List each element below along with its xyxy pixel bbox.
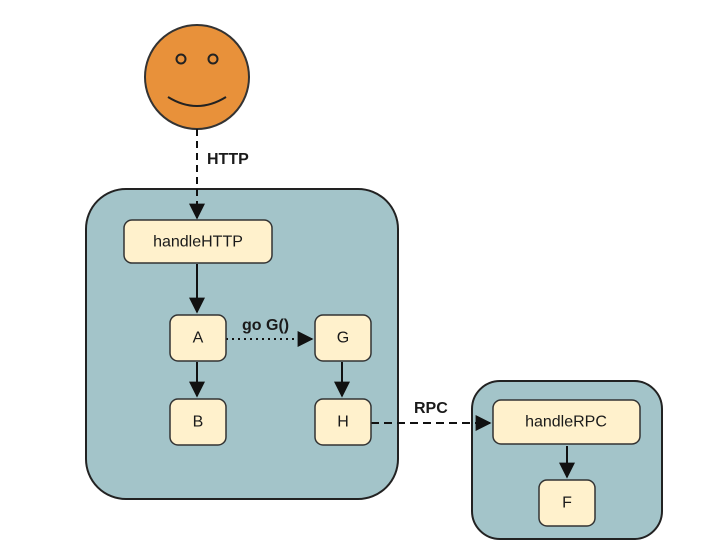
node-a-label: A (193, 330, 204, 347)
node-b-label: B (193, 414, 204, 431)
node-handlehttp-label: handleHTTP (153, 234, 243, 251)
node-f-label: F (562, 495, 572, 512)
node-h: H (314, 398, 372, 446)
node-handlehttp: handleHTTP (123, 219, 273, 264)
go-g-edge-label: go G() (242, 317, 289, 334)
node-handlerpc: handleRPC (492, 399, 641, 445)
node-b: B (169, 398, 227, 446)
node-g-label: G (337, 330, 349, 347)
rpc-edge-label: RPC (414, 400, 448, 417)
node-a: A (169, 314, 227, 362)
smiley-face-icon (144, 24, 250, 130)
http-edge-label: HTTP (207, 151, 249, 168)
node-handlerpc-label: handleRPC (525, 414, 607, 431)
node-h-label: H (337, 414, 349, 431)
node-f: F (538, 479, 596, 527)
node-g: G (314, 314, 372, 362)
